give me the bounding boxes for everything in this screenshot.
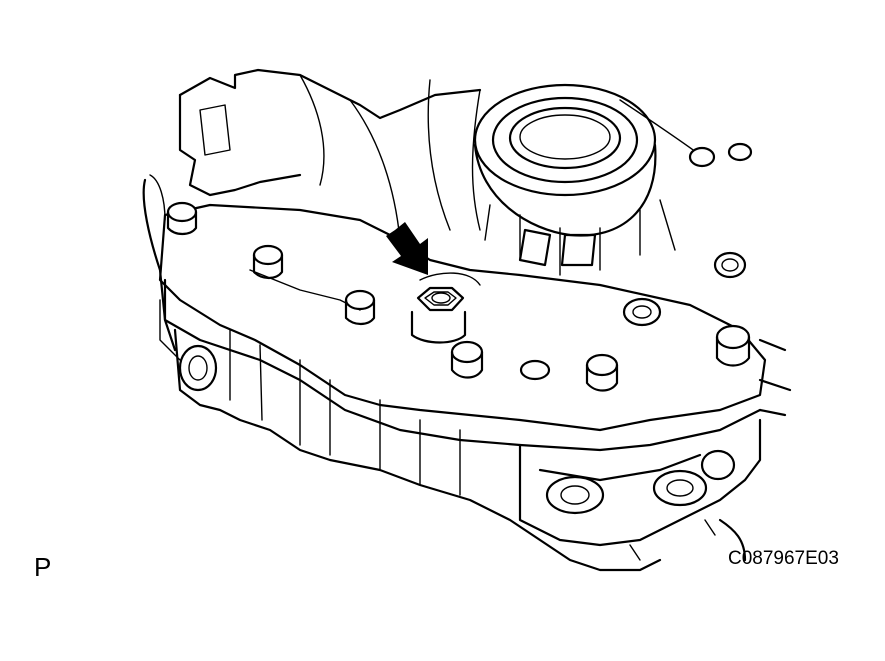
bearing-bore (473, 83, 676, 276)
lower-body (173, 328, 792, 572)
bolt (166, 201, 198, 236)
arrow-pointer-icon (386, 222, 428, 275)
bolt (252, 244, 284, 280)
bolt (519, 359, 551, 381)
bolt (450, 340, 484, 379)
bolt (688, 142, 753, 168)
housing-outline (142, 68, 701, 352)
bolt (715, 324, 751, 367)
bolt (713, 251, 747, 279)
bolt-set (166, 142, 753, 392)
corner-letter: P (34, 552, 52, 582)
figure-code: C087967E03 (728, 548, 839, 569)
hex-plug-icon (410, 272, 481, 344)
case-flange (158, 203, 767, 452)
bolt (344, 289, 376, 326)
bolt (585, 353, 619, 392)
bolt (622, 297, 662, 327)
